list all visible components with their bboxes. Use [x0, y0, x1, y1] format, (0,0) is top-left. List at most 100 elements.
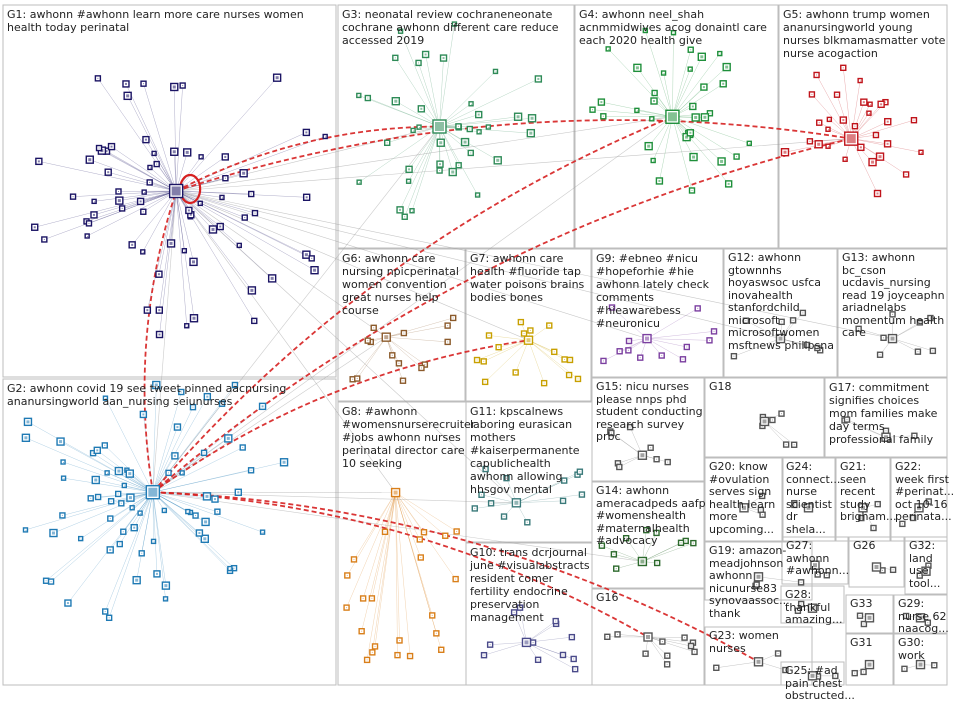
- node-g8-19-fill: [445, 535, 446, 536]
- node-g2-41-fill: [51, 581, 52, 582]
- edge-g1-24: [112, 147, 177, 191]
- hub-node-g26-fill: [875, 565, 879, 569]
- node-g2-6-fill: [190, 512, 191, 513]
- node-g2-40-fill: [188, 512, 189, 513]
- edge-g2-70: [109, 492, 153, 618]
- node-g2-38-fill: [64, 478, 65, 479]
- node-g1-27-fill: [140, 200, 142, 202]
- node-g4-28-fill: [653, 100, 655, 102]
- node-g6-13-fill: [398, 363, 399, 364]
- node-g2-7-fill: [98, 496, 99, 497]
- node-g3-7-fill: [478, 114, 480, 116]
- node-g5-5-fill: [845, 159, 846, 160]
- edge-g1-g4: [176, 117, 672, 191]
- node-g5-10-fill: [880, 103, 882, 105]
- node-g4-0-fill: [603, 116, 604, 117]
- node-g5-15-fill: [906, 174, 907, 175]
- node-g4-14-fill: [608, 49, 609, 50]
- node-g4-31-fill: [592, 109, 593, 110]
- node-g13-6-fill: [880, 354, 881, 355]
- node-g1-58-fill: [38, 160, 40, 162]
- node-g1-67-fill: [143, 211, 144, 212]
- edge-g6-9: [386, 337, 403, 381]
- node-g3-30-fill: [478, 195, 479, 196]
- node-g8-14-fill: [372, 652, 373, 653]
- group-label-g24: G24: connect... nurse scientist dr shela…: [786, 461, 838, 536]
- node-g8-7-fill: [371, 598, 372, 599]
- node-g3-0-fill: [394, 100, 397, 103]
- edge-g4-11: [672, 67, 726, 117]
- node-g2-57-fill: [237, 491, 239, 493]
- node-g10-7-fill: [571, 637, 572, 638]
- group-label-g32: G32: land use tool...: [909, 540, 949, 590]
- node-g3-27-fill: [443, 57, 445, 59]
- node-g1-52-fill: [222, 197, 223, 198]
- node-g1-64-fill: [186, 151, 189, 154]
- edge-g4-19: [672, 117, 692, 191]
- hub-node-g2-fill: [148, 488, 157, 497]
- group-label-g26: G26: [853, 540, 903, 553]
- edge-g2-15: [153, 492, 234, 568]
- hub-node-g7-fill: [527, 338, 531, 342]
- node-g6-4-fill: [447, 341, 448, 342]
- node-g2-66-fill: [24, 436, 27, 439]
- node-g4-15-fill: [709, 113, 710, 114]
- node-g2-35-fill: [63, 462, 64, 463]
- edge-g2-66: [26, 438, 153, 492]
- node-g2-43-fill: [25, 530, 26, 531]
- edge-g6-1: [386, 337, 425, 364]
- node-g2-32-fill: [230, 569, 231, 570]
- edge-g1-14: [87, 191, 176, 236]
- node-g4-22-fill: [690, 69, 691, 70]
- node-g4-17-fill: [658, 180, 660, 182]
- node-g5-3-fill: [819, 122, 820, 123]
- node-g2-63-fill: [164, 510, 165, 511]
- node-g3-2-fill: [387, 142, 388, 143]
- node-g33-0-fill: [863, 624, 864, 625]
- node-g11-8-fill: [563, 500, 564, 501]
- edge-g2-49: [153, 407, 193, 492]
- node-g4-34-fill: [692, 156, 695, 159]
- node-g8-1-fill: [384, 531, 385, 532]
- node-g5-6-fill: [871, 161, 874, 164]
- node-g3-39-fill: [418, 62, 419, 63]
- edge-g6-4: [386, 337, 447, 342]
- node-g4-30-fill: [722, 83, 724, 85]
- node-g3-10-fill: [464, 141, 467, 144]
- node-g18-4-fill: [786, 444, 787, 445]
- node-g2-62-fill: [283, 461, 286, 464]
- node-g3-9-fill: [359, 182, 360, 183]
- node-g8-2-fill: [375, 646, 376, 647]
- node-g2-74-fill: [198, 532, 200, 534]
- node-g6-9-fill: [402, 380, 403, 381]
- node-g8-6-fill: [436, 633, 437, 634]
- node-g4-29-fill: [653, 161, 654, 162]
- node-g7-12-fill: [515, 372, 516, 373]
- node-g1-11-fill: [325, 136, 326, 137]
- edge-g1-g5: [176, 139, 851, 191]
- node-g2-69-fill: [104, 445, 105, 446]
- node-g2-23-fill: [176, 426, 178, 428]
- node-g8-21-fill: [455, 579, 456, 580]
- node-g3-21-fill: [359, 95, 360, 96]
- hub-node-g11-fill: [514, 501, 518, 505]
- node-g1-60-fill: [144, 192, 145, 193]
- edge-g4-26: [672, 57, 701, 117]
- group-label-g14: G14: awhonn ameracadpeds aafp #womenshea…: [596, 485, 706, 548]
- node-g8-17-fill: [347, 575, 348, 576]
- node-g8-0-fill: [361, 631, 362, 632]
- highlight-edge-g1-g5: [176, 120, 851, 191]
- node-g3-33-fill: [439, 170, 440, 171]
- node-g7-4-fill: [477, 360, 478, 361]
- node-g5-13-fill: [869, 113, 870, 114]
- node-g23-2-fill: [716, 667, 717, 668]
- group-label-g25: G25: #ad pain chest obstructed...: [785, 665, 847, 682]
- node-g7-0-fill: [530, 330, 531, 331]
- node-g6-11-fill: [392, 355, 393, 356]
- node-g6-5-fill: [403, 333, 404, 334]
- node-g2-12-fill: [182, 473, 183, 474]
- group-label-g9: G9: #ebneo #nicu #hopeforhie #hie awhonn…: [596, 252, 724, 330]
- node-g2-17-fill: [94, 478, 97, 481]
- node-g1-68-fill: [94, 201, 95, 202]
- node-g1-35-fill: [173, 150, 176, 153]
